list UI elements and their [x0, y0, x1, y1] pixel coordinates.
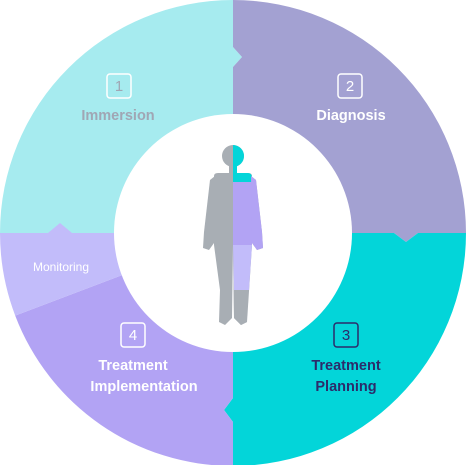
stage-2-number: 2 — [346, 78, 354, 95]
stage-label-implementation-line2: Implementation — [90, 379, 197, 395]
stage-label-diagnosis: Diagnosis — [316, 108, 385, 124]
human-body-icon — [203, 145, 263, 325]
stage-label-implementation-line1: Treatment — [98, 358, 167, 374]
stage-2-badge: 2 — [337, 73, 363, 99]
stage-3-number: 3 — [342, 327, 350, 344]
stage-4-badge: 4 — [120, 322, 146, 348]
stage-label-planning-line1: Treatment — [311, 358, 380, 374]
stage-label-planning-line2: Planning — [315, 379, 376, 395]
stage-3-badge: 3 — [333, 322, 359, 348]
stage-1-badge: 1 — [106, 73, 132, 99]
stage-4-number: 4 — [129, 327, 137, 344]
stage-1-number: 1 — [115, 78, 123, 95]
stage-label-immersion: Immersion — [81, 108, 154, 124]
stage-label-monitoring: Monitoring — [33, 260, 89, 274]
